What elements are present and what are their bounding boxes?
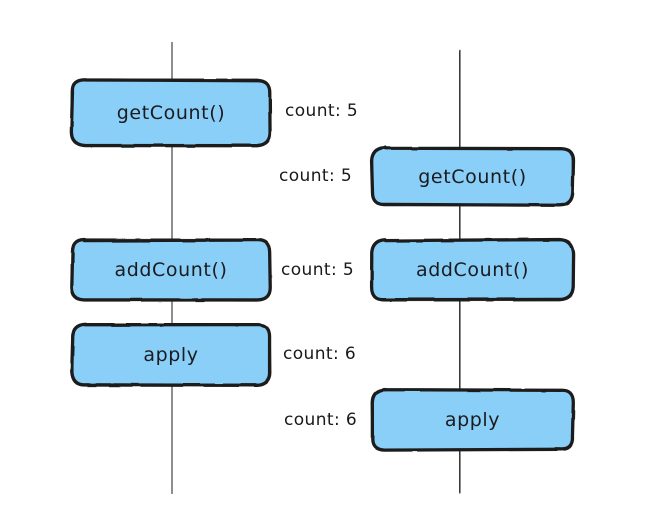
process-box-outline (370, 238, 575, 302)
process-box-outline (70, 78, 271, 146)
process-box-outline (71, 323, 272, 386)
process-box-fill (71, 324, 271, 386)
process-box-fill (71, 79, 271, 146)
count-annotation: count: 5 (279, 166, 353, 186)
count-annotation: count: 5 (285, 101, 359, 121)
count-annotation: count: 5 (281, 260, 355, 280)
process-box-fill (71, 239, 271, 301)
process-box-fill (371, 239, 574, 300)
process-box-fill (371, 147, 573, 205)
process-box-outline (371, 147, 574, 207)
process-box-outline (370, 388, 575, 451)
count-annotation: count: 6 (284, 410, 358, 430)
process-boxes-group (69, 78, 576, 452)
count-annotation: count: 6 (283, 344, 357, 364)
process-box-fill (372, 389, 573, 450)
process-box-outline (70, 238, 272, 302)
